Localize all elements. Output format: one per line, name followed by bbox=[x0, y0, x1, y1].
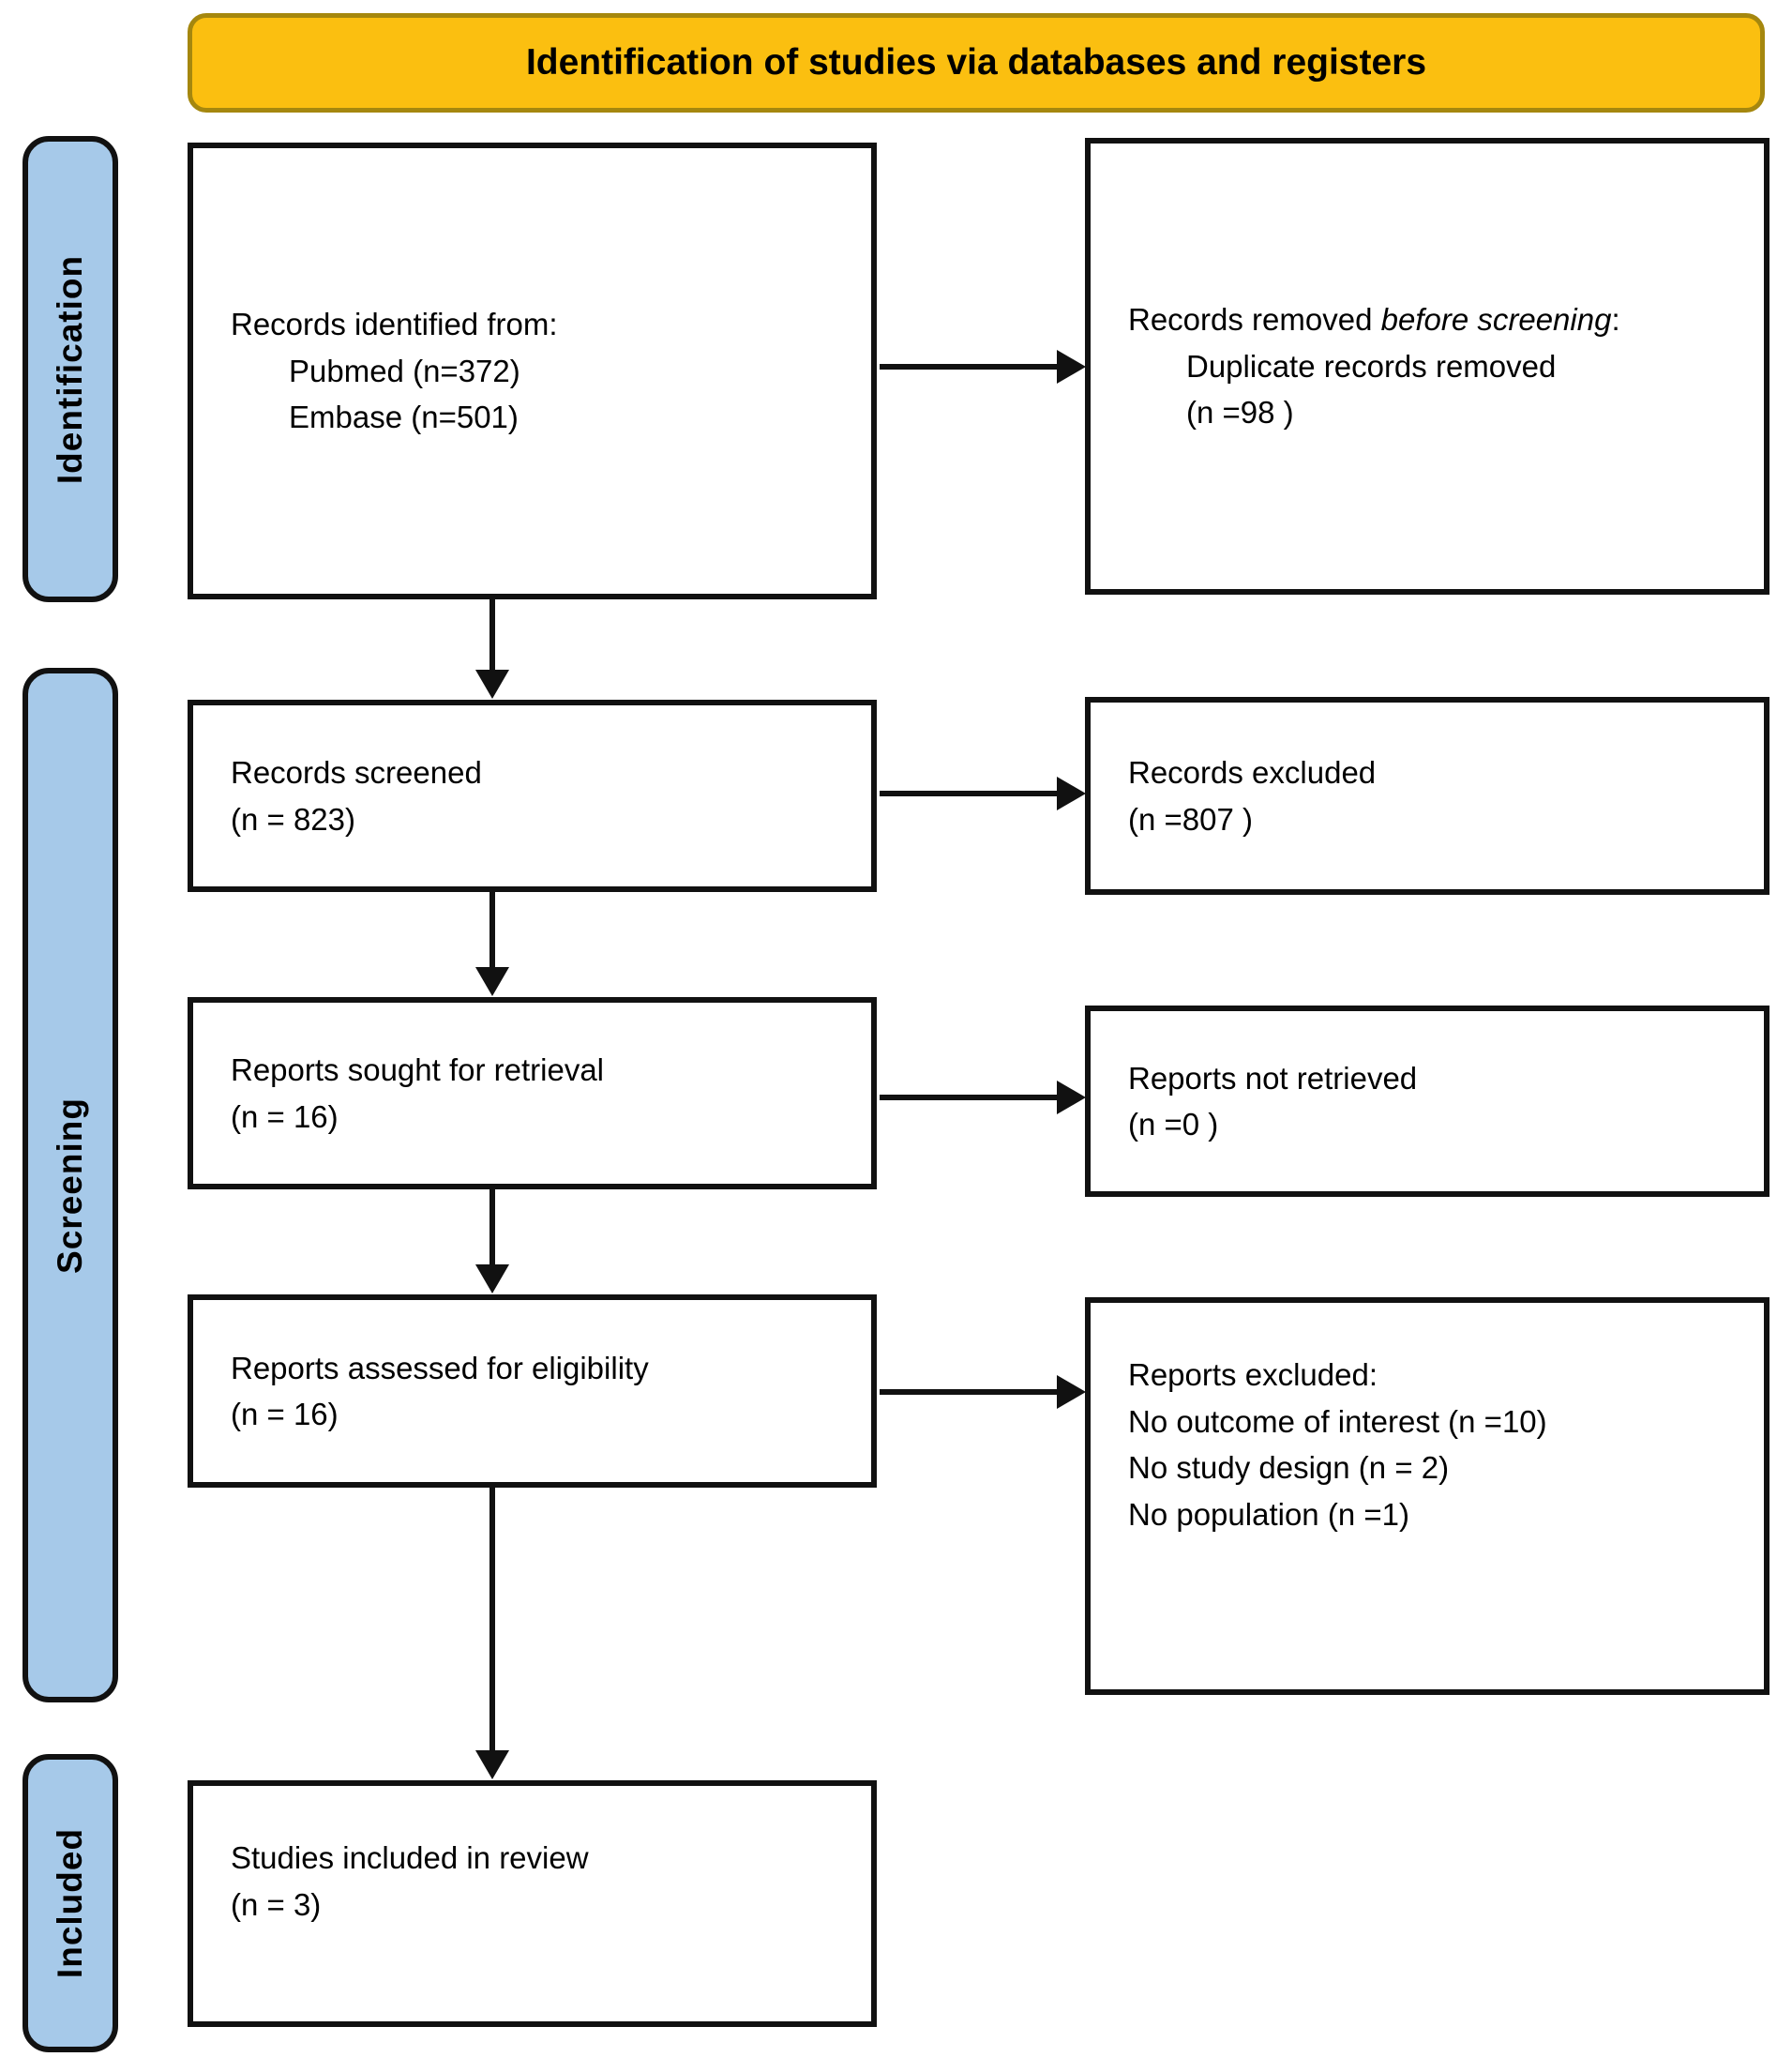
box-reports-not-retrieved: Reports not retrieved (n =0 ) bbox=[1085, 1006, 1769, 1197]
stage-label-included: Included bbox=[51, 1827, 89, 1979]
records-screened-line1: Records screened bbox=[231, 755, 482, 790]
arrow-screened-to-sought bbox=[475, 892, 509, 996]
box-records-excluded: Records excluded (n =807 ) bbox=[1085, 697, 1769, 895]
records-screened-line2: (n = 823) bbox=[231, 801, 355, 837]
banner-title-text: Identification of studies via databases … bbox=[525, 42, 1427, 83]
stage-bar-included: Included bbox=[23, 1754, 118, 2052]
reports-sought-line1: Reports sought for retrieval bbox=[231, 1052, 605, 1087]
box-records-screened: Records screened (n = 823) bbox=[188, 700, 877, 892]
arrow-sought-to-not-retrieved bbox=[880, 1081, 1086, 1114]
reports-excluded-reason-2: No study design (n = 2) bbox=[1128, 1450, 1450, 1485]
arrow-assessed-to-included bbox=[475, 1488, 509, 1779]
records-identified-intro: Records identified from: bbox=[231, 307, 558, 342]
studies-included-line1: Studies included in review bbox=[231, 1840, 589, 1875]
reports-not-retrieved-line1: Reports not retrieved bbox=[1128, 1060, 1418, 1096]
box-studies-included: Studies included in review (n = 3) bbox=[188, 1780, 877, 2027]
reports-excluded-title: Reports excluded: bbox=[1128, 1357, 1378, 1392]
box-records-removed: Records removed before screening: Duplic… bbox=[1085, 138, 1769, 595]
reports-excluded-reason-1: No outcome of interest (n =10) bbox=[1128, 1403, 1547, 1439]
records-excluded-line2: (n =807 ) bbox=[1128, 801, 1253, 837]
reports-excluded-reason-3: No population (n =1) bbox=[1128, 1496, 1409, 1532]
studies-included-line2: (n = 3) bbox=[231, 1886, 322, 1922]
arrow-screened-to-excluded bbox=[880, 777, 1086, 810]
stage-label-screening: Screening bbox=[51, 1097, 89, 1274]
box-reports-assessed: Reports assessed for eligibility (n = 16… bbox=[188, 1294, 877, 1488]
box-reports-excluded: Reports excluded: No outcome of interest… bbox=[1085, 1297, 1769, 1695]
arrow-assessed-to-reports-excluded bbox=[880, 1375, 1086, 1409]
box-reports-sought: Reports sought for retrieval (n = 16) bbox=[188, 997, 877, 1189]
records-removed-italic: before screening bbox=[1380, 302, 1612, 338]
records-removed-heading: Records removed before screening: bbox=[1128, 296, 1741, 343]
records-removed-count: (n =98 ) bbox=[1186, 395, 1294, 431]
records-excluded-line1: Records excluded bbox=[1128, 755, 1377, 790]
records-removed-suffix: : bbox=[1611, 302, 1620, 338]
stage-bar-screening: Screening bbox=[23, 668, 118, 1702]
records-identified-source-embase: Embase (n=501) bbox=[289, 400, 519, 435]
stage-bar-identification: Identification bbox=[23, 136, 118, 602]
stage-label-identification: Identification bbox=[51, 254, 90, 484]
arrow-identified-to-removed bbox=[880, 350, 1086, 384]
box-records-identified: Records identified from: Pubmed (n=372) … bbox=[188, 143, 877, 599]
reports-sought-line2: (n = 16) bbox=[231, 1098, 339, 1134]
reports-assessed-line2: (n = 16) bbox=[231, 1397, 339, 1431]
records-identified-source-pubmed: Pubmed (n=372) bbox=[289, 353, 520, 388]
arrow-sought-to-assessed bbox=[475, 1189, 509, 1293]
banner-title: Identification of studies via databases … bbox=[188, 13, 1765, 113]
reports-not-retrieved-line2: (n =0 ) bbox=[1128, 1107, 1219, 1142]
arrow-identified-to-screened bbox=[475, 599, 509, 699]
reports-assessed-line1: Reports assessed for eligibility bbox=[231, 1350, 649, 1385]
records-removed-detail: Duplicate records removed bbox=[1186, 348, 1557, 384]
records-removed-prefix: Records removed bbox=[1128, 302, 1381, 338]
